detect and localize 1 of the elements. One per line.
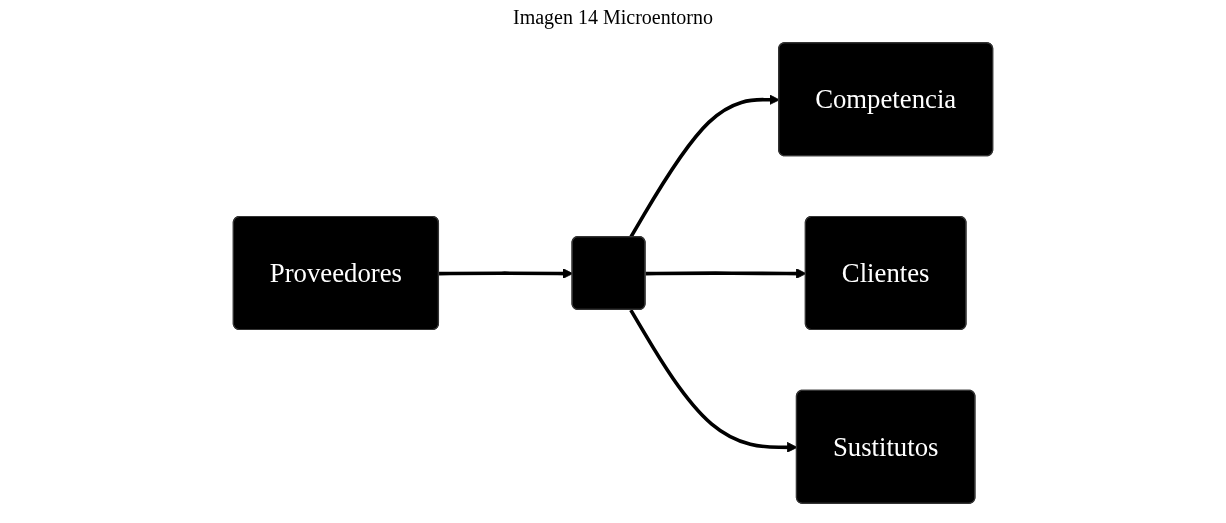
diagram-title: Imagen 14 Microentorno	[512, 6, 714, 29]
